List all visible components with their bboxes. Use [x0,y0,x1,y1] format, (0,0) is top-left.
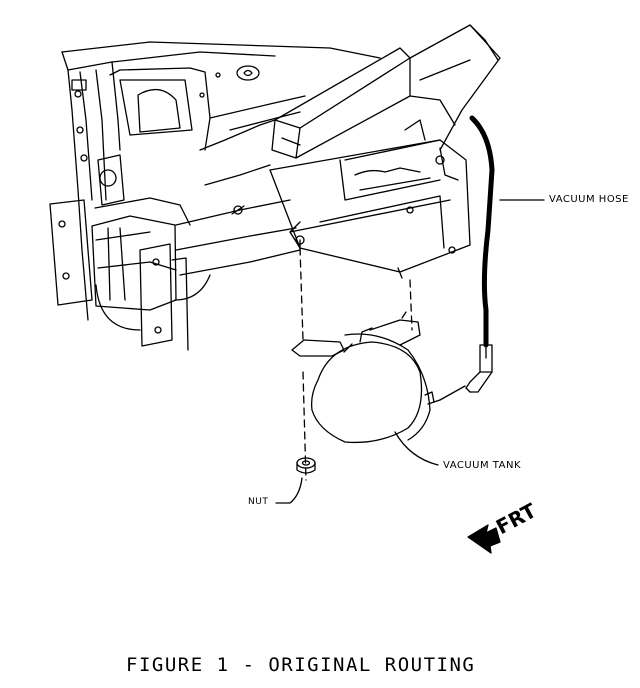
vehicle-frame [49,41,381,351]
leader-lines [275,199,545,504]
front-direction-arrow [467,524,501,554]
vacuum-tank-leader [394,431,439,466]
vacuum-tank [291,311,435,444]
nut [296,457,316,474]
figure-caption: FIGURE 1 - ORIGINAL ROUTING [126,654,476,676]
bolt-centerlines [299,247,413,481]
nut-leader [275,477,303,504]
vacuum-hose-label: VACUUM HOSE [549,194,629,205]
upper-duct [271,24,501,159]
vacuum-hose [433,115,495,403]
vacuum-tank-label: VACUUM TANK [443,460,522,471]
nut-label: NUT [248,497,269,507]
